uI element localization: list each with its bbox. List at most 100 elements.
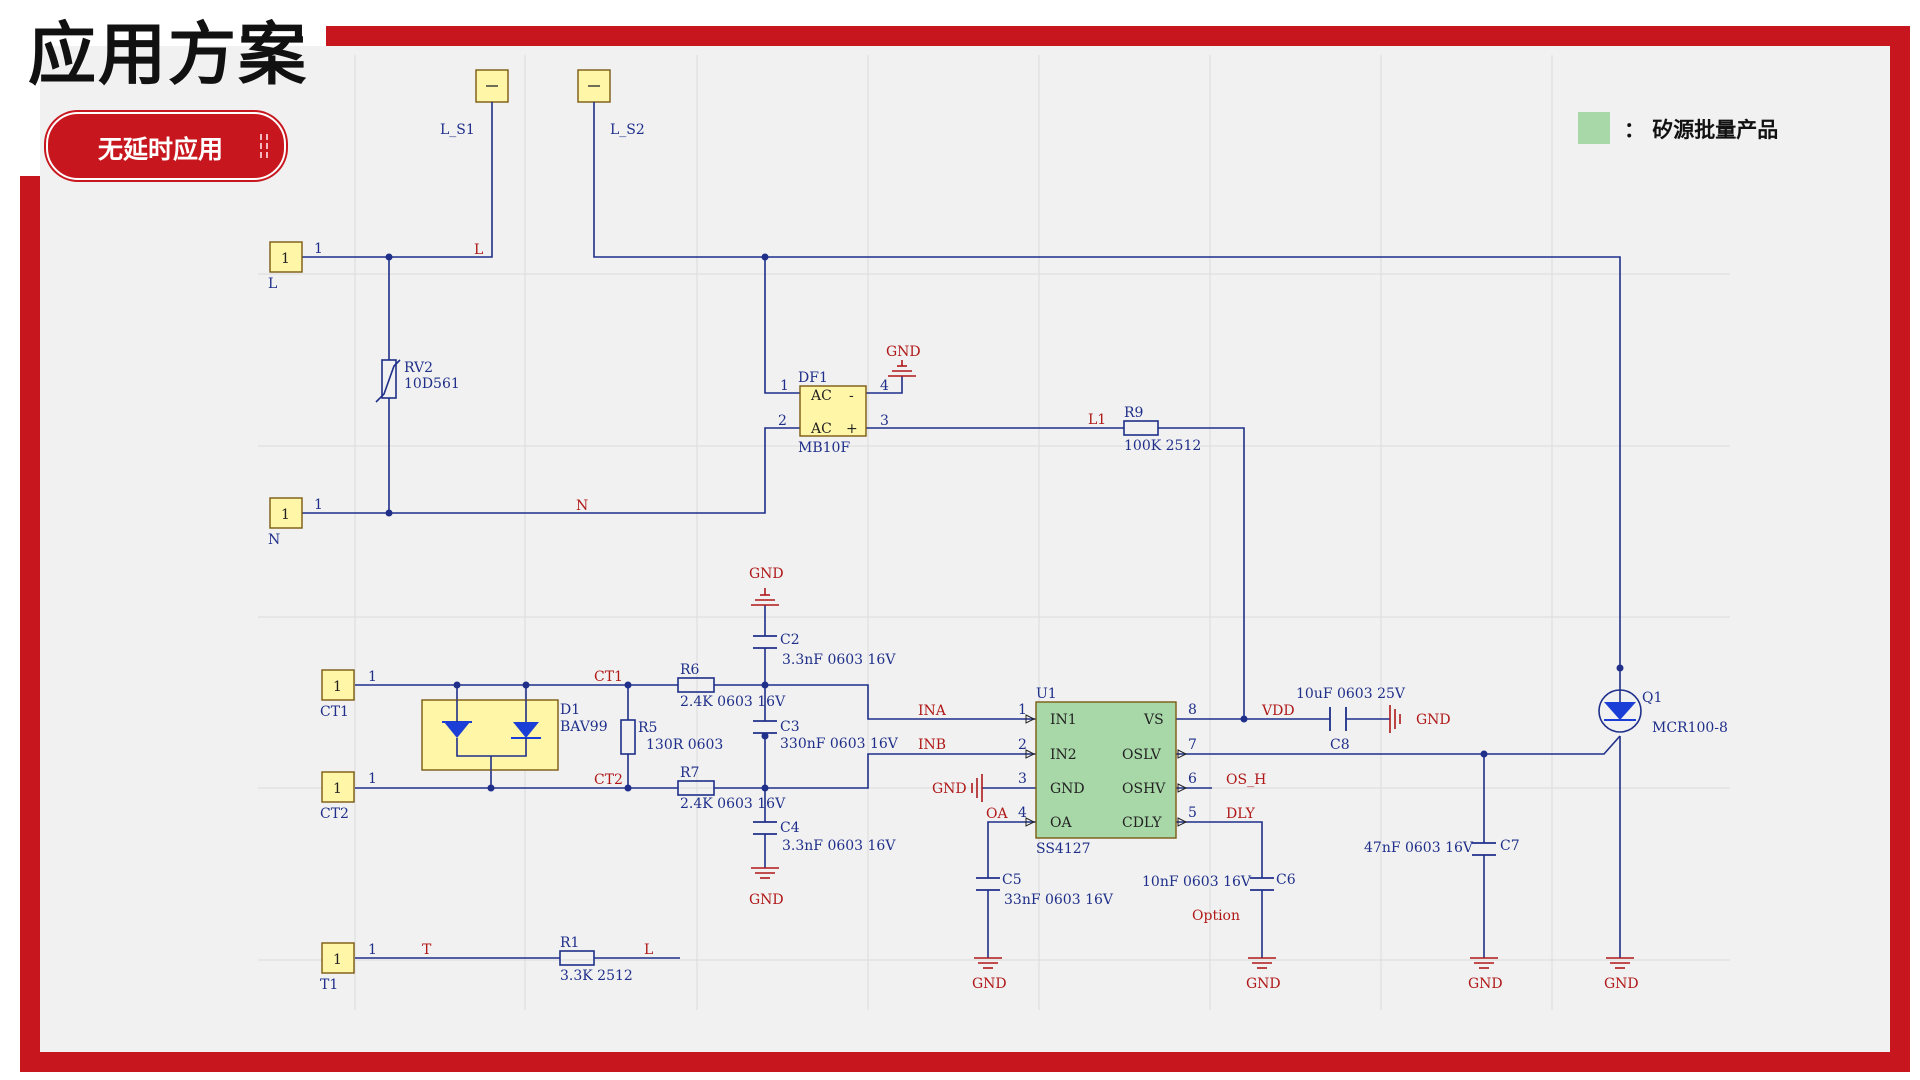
component-ref: C2 bbox=[780, 632, 800, 648]
net-label-CT1: CT1 bbox=[594, 669, 623, 685]
net-label-N: N bbox=[576, 498, 588, 514]
component-value: SS4127 bbox=[1036, 841, 1091, 857]
component-ref: Q1 bbox=[1642, 690, 1662, 706]
capacitor-C2: C2 3.3nF 0603 16V bbox=[753, 632, 896, 668]
component-ref: R5 bbox=[638, 720, 657, 736]
gnd-label: GND bbox=[1604, 976, 1639, 992]
resistor-R9: R9 100K 2512 bbox=[1123, 405, 1201, 454]
option-note: Option bbox=[1192, 908, 1240, 924]
pin-number: 4 bbox=[1018, 805, 1027, 821]
gnd-symbol-C8: GND bbox=[1389, 705, 1451, 733]
component-ref: U1 bbox=[1036, 686, 1057, 702]
pin-number: 1 bbox=[314, 241, 323, 257]
grid bbox=[258, 55, 1730, 1010]
component-value: 2.4K 0603 16V bbox=[680, 694, 786, 710]
pin-label: AC bbox=[810, 388, 832, 404]
gnd-symbol-U1: GND bbox=[932, 774, 983, 802]
net-label-L-out: L bbox=[644, 942, 653, 958]
pin-number: 1 bbox=[1018, 702, 1027, 718]
net-label-OS-H: OS_H bbox=[1226, 772, 1266, 788]
component-value: 3.3K 2512 bbox=[560, 968, 633, 984]
legend-label: ： 矽源批量产品 bbox=[1624, 118, 1779, 142]
capacitor-C4: C4 3.3nF 0603 16V bbox=[753, 820, 896, 854]
legend-swatch bbox=[1578, 112, 1610, 144]
component-value: 100K 2512 bbox=[1124, 438, 1201, 454]
gnd-label: GND bbox=[972, 976, 1007, 992]
bridge-rectifier-DF1: AC AC + - 1 2 3 4 DF1 MB10F bbox=[778, 370, 889, 456]
gnd-label: GND bbox=[749, 892, 784, 908]
net-label-L: L bbox=[474, 242, 483, 258]
component-ref: R6 bbox=[680, 662, 700, 678]
pin-number: 3 bbox=[880, 413, 889, 429]
component-value: 10uF 0603 25V bbox=[1296, 686, 1406, 702]
resistor-R6: R6 2.4K 0603 16V bbox=[677, 662, 786, 710]
pin-number: 3 bbox=[1018, 771, 1027, 787]
pin-number: 1 bbox=[368, 669, 377, 685]
connector-ref: L_S1 bbox=[440, 122, 475, 138]
pin-number: 7 bbox=[1188, 737, 1197, 753]
pin-name: OA bbox=[1050, 815, 1072, 831]
connector-ref: CT2 bbox=[320, 806, 349, 822]
net-label-CT2: CT2 bbox=[594, 772, 623, 788]
component-value: 3.3nF 0603 16V bbox=[782, 652, 896, 668]
connector-ref: L bbox=[268, 276, 277, 292]
component-ref: R9 bbox=[1124, 405, 1143, 421]
gnd-label: GND bbox=[886, 344, 921, 360]
frame-right-bar bbox=[1890, 26, 1910, 1072]
connector-L: 1 1 L bbox=[268, 241, 323, 292]
connector-pin: 1 bbox=[333, 952, 342, 968]
pin-name: IN2 bbox=[1050, 747, 1077, 763]
component-ref: C7 bbox=[1500, 838, 1520, 854]
connector-ref: N bbox=[268, 532, 280, 548]
connector-L-S1: L_S1 bbox=[440, 69, 509, 138]
pin-label: - bbox=[849, 388, 854, 404]
resistor-R5: R5 130R 0603 bbox=[620, 719, 723, 755]
pin-name: IN1 bbox=[1050, 712, 1077, 728]
component-value: MCR100-8 bbox=[1652, 720, 1728, 736]
connector-pin: 1 bbox=[281, 507, 290, 523]
pin-name: VS bbox=[1143, 712, 1164, 728]
component-value: 10nF 0603 16V bbox=[1142, 874, 1252, 890]
component-value: 10D561 bbox=[404, 376, 460, 392]
pin-name: OSLV bbox=[1122, 747, 1162, 763]
badge-decoration bbox=[260, 134, 264, 158]
pin-name: OSHV bbox=[1122, 781, 1166, 797]
pin-number: 1 bbox=[368, 771, 377, 787]
net-label-VDD: VDD bbox=[1261, 703, 1295, 719]
ic-U1: U1 SS4127 IN1 IN2 GND OA VS OSLV OSHV CD… bbox=[1018, 686, 1197, 857]
gnd-label: GND bbox=[932, 781, 967, 797]
pin-name: GND bbox=[1050, 781, 1085, 797]
pin-name: CDLY bbox=[1122, 815, 1162, 831]
capacitor-C8: 10uF 0603 25V C8 bbox=[1296, 686, 1406, 753]
component-value: 130R 0603 bbox=[646, 737, 723, 753]
frame-left-bar bbox=[20, 176, 40, 1072]
component-ref: C6 bbox=[1276, 872, 1296, 888]
gnd-symbol-C6: GND bbox=[1246, 957, 1281, 992]
frame-top-bar bbox=[326, 26, 1910, 46]
net-label-OA: OA bbox=[986, 806, 1008, 822]
gnd-symbol-Q1: GND bbox=[1604, 957, 1639, 992]
connector-ref: T1 bbox=[320, 977, 338, 993]
thyristor-Q1: Q1 MCR100-8 bbox=[1598, 668, 1728, 736]
gnd-symbol-C2: GND bbox=[749, 566, 784, 606]
connector-N: 1 1 N bbox=[268, 497, 323, 548]
component-ref: C8 bbox=[1330, 737, 1350, 753]
component-value: 3.3nF 0603 16V bbox=[782, 838, 896, 854]
wires bbox=[302, 112, 1621, 959]
pin-number: 1 bbox=[780, 378, 789, 394]
page-title: 应用方案 bbox=[28, 16, 309, 95]
net-label-DLY: DLY bbox=[1226, 806, 1256, 822]
pin-label: + bbox=[846, 421, 858, 437]
subtitle-badge: 无延时应用 bbox=[46, 112, 286, 180]
schematic-canvas bbox=[40, 46, 1890, 1052]
subtitle-text: 无延时应用 bbox=[98, 135, 224, 164]
gnd-symbol-C5: GND bbox=[972, 957, 1007, 992]
diode-D1: D1 BAV99 bbox=[421, 699, 608, 771]
component-ref: R7 bbox=[680, 765, 699, 781]
gnd-symbol-DF1: GND bbox=[886, 344, 921, 377]
junctions bbox=[385, 253, 1624, 792]
component-ref: R1 bbox=[560, 935, 579, 951]
gnd-symbol-C4: GND bbox=[749, 867, 784, 908]
net-label-INB: INB bbox=[918, 737, 946, 753]
